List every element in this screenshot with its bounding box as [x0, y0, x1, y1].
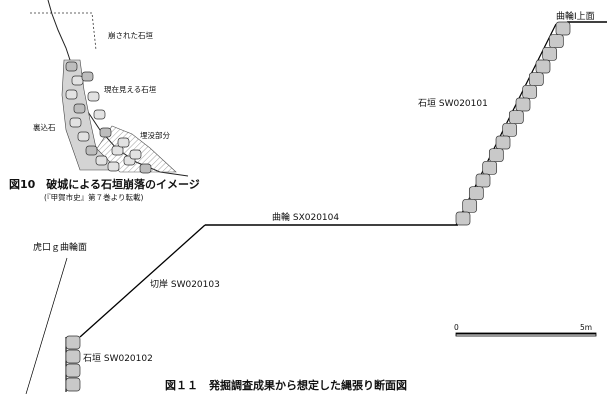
wall-stone: [65, 335, 81, 350]
wall-stone: [528, 72, 544, 87]
wall-stone: [73, 103, 86, 114]
wall-stone: [462, 198, 478, 213]
wall-stone: [65, 61, 78, 72]
lower-wall-label: 石垣 SW020102: [83, 354, 153, 364]
gate-surface-line: [25, 257, 68, 394]
collapsed-wall-label: 崩された石垣: [108, 31, 153, 40]
original-wall-outline: [30, 12, 97, 51]
wall-stone: [502, 122, 518, 137]
fig11-caption: 図１１ 発掘調査成果から想定した縄張り断面図: [165, 379, 407, 392]
wall-stone: [77, 131, 90, 142]
wall-stone: [69, 117, 82, 128]
wall-stone: [495, 135, 511, 150]
wall-stone: [95, 155, 108, 166]
visible-wall-label: 現在見える石垣: [104, 85, 157, 94]
wall-stone: [117, 137, 130, 148]
gate-surface-label: 虎口ｇ曲輪面: [33, 243, 88, 253]
wall-stone: [71, 75, 84, 86]
wall-stone: [515, 97, 531, 112]
wall-stone: [139, 163, 152, 174]
fig10-illustration: [30, 0, 189, 177]
enclosure1-top-label: 曲輪Ⅰ上面: [556, 12, 595, 22]
wall-stone: [548, 34, 564, 49]
buried-area: [95, 125, 177, 173]
scale-start-label: 0: [454, 323, 459, 332]
wall-stone: [65, 349, 81, 364]
lower-wall-stones: [65, 335, 81, 392]
wall-stone: [111, 145, 124, 156]
wall-stone: [85, 145, 98, 156]
wall-stone: [508, 110, 524, 125]
rubble-stones: [65, 61, 152, 174]
buried-part-label: 埋没部分: [140, 131, 170, 140]
wall-stone: [65, 377, 81, 392]
wall-stone: [475, 173, 491, 188]
wall-stone: [542, 46, 558, 61]
wall-stone: [65, 89, 78, 100]
wall-stone: [468, 186, 484, 201]
scale-bar: [455, 332, 597, 337]
wall-stone: [488, 148, 504, 163]
wall-stone: [482, 160, 498, 175]
wall-stone: [87, 91, 100, 102]
fig11-profile: [25, 21, 607, 394]
wall-stone: [129, 149, 142, 160]
fig10-caption: 図10 破城による石垣崩落のイメージ: [9, 178, 200, 191]
wall-stone: [107, 161, 120, 172]
wall-stone: [65, 363, 81, 378]
wall-stone: [555, 21, 571, 36]
fill-stones-label: 裏込石: [33, 123, 56, 132]
cut-bank-label: 切岸 SW020103: [150, 280, 220, 290]
wall-stone: [93, 109, 106, 120]
upper-wall-stones: [455, 21, 571, 226]
wall-stone: [99, 127, 112, 138]
wall-stone: [455, 211, 471, 226]
scale-end-label: 5m: [580, 323, 593, 332]
wall-stone: [81, 71, 94, 82]
fig10-source: (『甲賀市史』第７巻より転載): [44, 193, 144, 202]
enclosure-label: 曲輪 SX020104: [272, 213, 340, 223]
wall-stone: [522, 84, 538, 99]
wall-stone: [535, 59, 551, 74]
upper-wall-label: 石垣 SW020101: [418, 99, 488, 109]
cut-bank-line: [79, 224, 206, 338]
